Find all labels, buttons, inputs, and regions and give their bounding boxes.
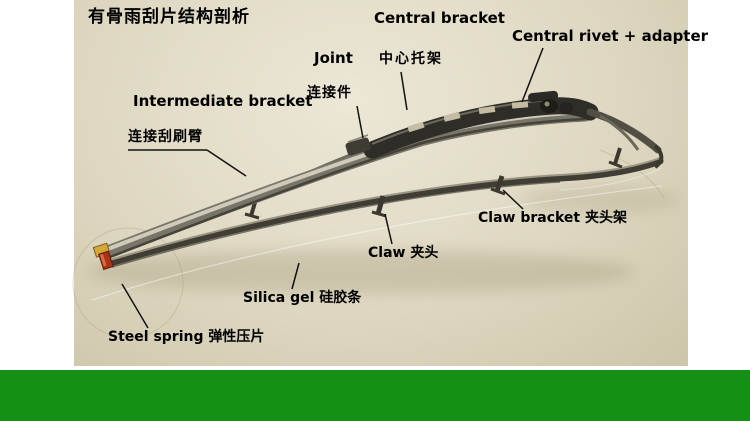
label-joint-en: Joint — [314, 49, 353, 67]
diagram-title: 有骨雨刮片结构剖析 — [88, 7, 250, 27]
label-central-rivet-adapter: Central rivet + adapter — [512, 27, 709, 45]
label-steel-spring: Steel spring 弹性压片 — [108, 329, 265, 345]
label-claw: Claw 夹头 — [368, 245, 439, 261]
label-intermediate-bracket-zh: 连接刮刷臂 — [128, 129, 203, 145]
label-claw-bracket: Claw bracket 夹头架 — [478, 210, 627, 226]
label-central-bracket-zh: 中心托架 — [379, 51, 443, 67]
label-intermediate-bracket-en: Intermediate bracket — [133, 92, 313, 110]
green-bar — [0, 370, 750, 421]
label-silica-gel: Silica gel 硅胶条 — [243, 290, 362, 306]
label-central-bracket-en: Central bracket — [374, 9, 505, 27]
label-joint-zh: 连接件 — [307, 85, 352, 101]
